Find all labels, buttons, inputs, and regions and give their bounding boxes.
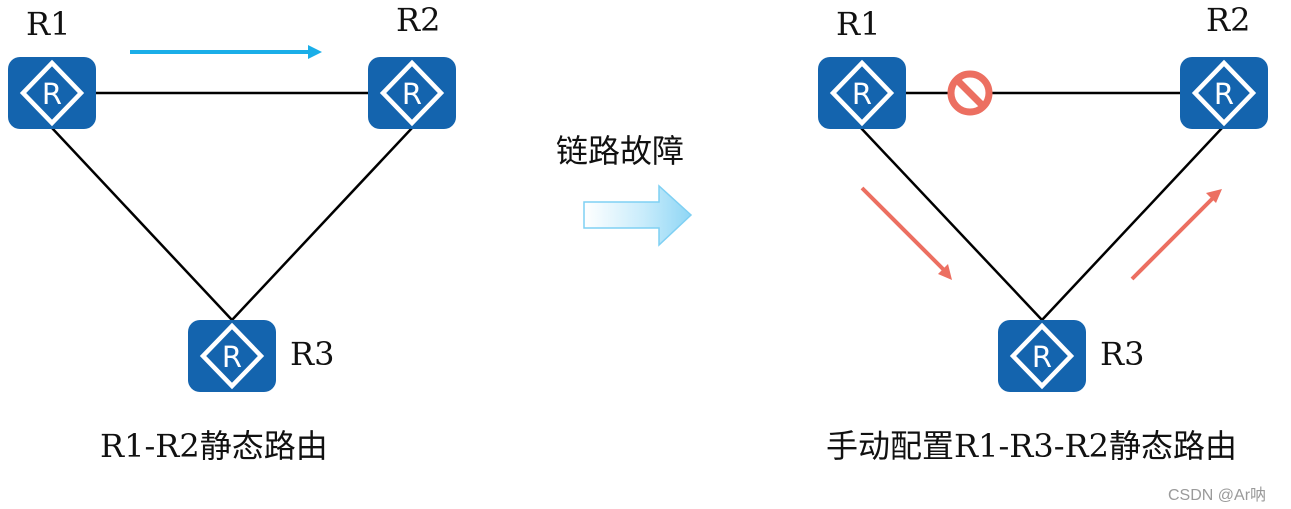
router-r3-icon[interactable] [998,320,1086,392]
router-label-r2: R2 [1206,1,1251,39]
transition-arrow-icon [583,184,693,247]
link-r3-r2 [1041,127,1223,321]
router-r3-icon[interactable] [188,320,276,392]
left-route-arrow [130,45,322,59]
link-r1-r3 [860,127,1043,321]
left-caption: R1-R2静态路由 [100,427,328,465]
router-r1-icon[interactable] [818,57,906,129]
router-label-r3: R3 [1100,335,1145,373]
router-label-r1: R1 [26,5,71,43]
link-r1-r3 [51,127,233,321]
router-label-r3: R3 [290,335,335,373]
router-label-r2: R2 [396,1,441,39]
router-r1-icon[interactable] [8,57,96,129]
router-r2-icon[interactable] [368,57,456,129]
transition-label: 链路故障 [556,132,685,170]
right-caption: 手动配置R1-R3-R2静态路由 [826,427,1237,465]
router-label-r1: R1 [836,5,881,43]
route-arrow-r3-r2 [1130,189,1222,281]
right-links [860,91,1223,321]
link-r3-r2 [231,127,413,321]
route-arrow-r1-r3 [860,186,952,280]
watermark: CSDN @Ar呐 [1168,487,1267,504]
left-links [51,91,413,321]
prohibited-icon [947,70,993,116]
router-r2-icon[interactable] [1180,57,1268,129]
